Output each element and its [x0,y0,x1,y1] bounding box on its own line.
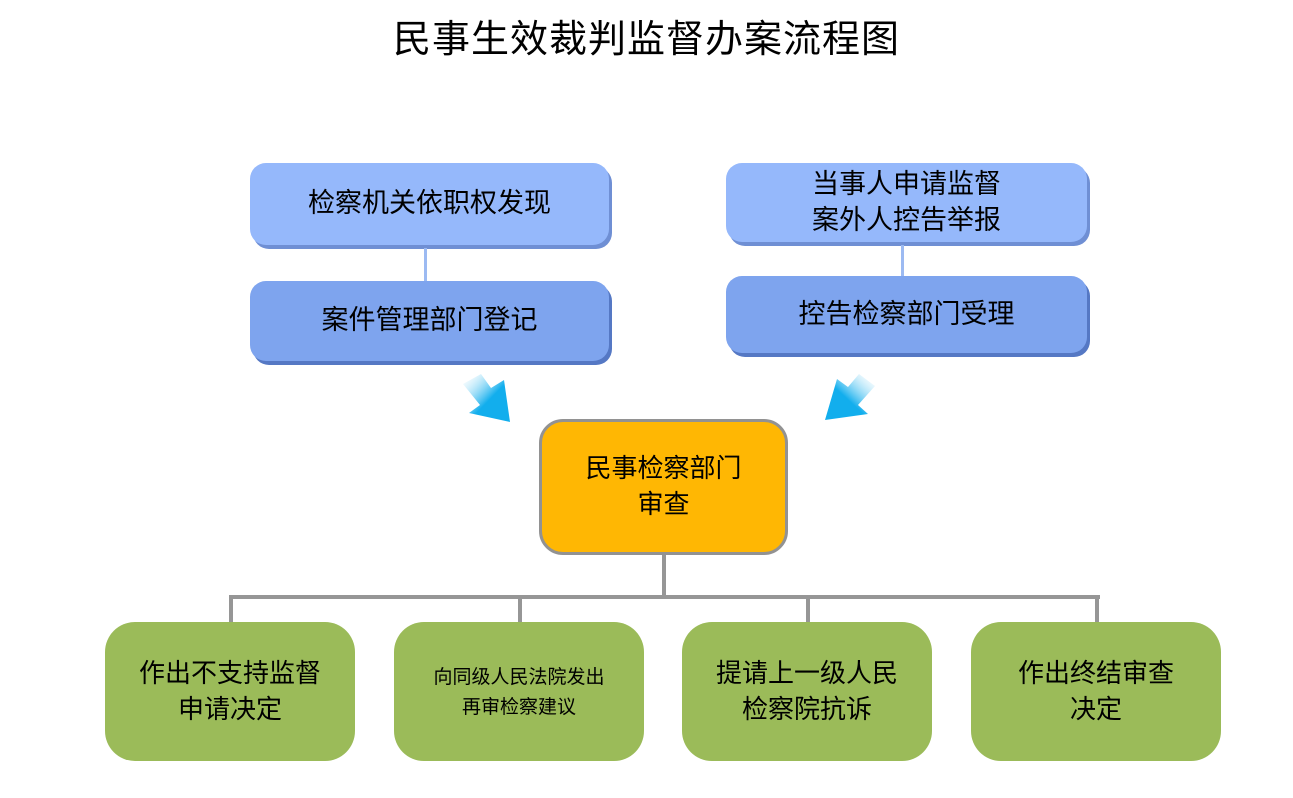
box-text: 检察机关依职权发现 [308,188,551,219]
connector-branch-2 [518,595,522,623]
outcome-terminate-review-decision[interactable]: 作出终结审查 决定 [971,622,1221,761]
box-text-line-2: 申请决定 [177,694,282,725]
box-text: 案件管理部门登记 [321,305,538,336]
box-text: 控告检察部门受理 [798,298,1015,330]
connector-right-vertical [901,245,904,276]
box-text-line-1: 民事检察部门 [585,454,742,484]
connector-branch-1 [229,595,233,623]
arrow-down-left-icon [825,374,875,420]
box-text-line-1: 作出不支持监督 [138,658,321,689]
box-complaint-department-acceptance[interactable]: 控告检察部门受理 [726,276,1087,353]
connector-branch-3 [806,595,810,623]
box-text-line-2: 案外人控告举报 [812,204,1001,236]
box-text-line-2: 决定 [1069,694,1122,725]
box-text-line-1: 提请上一级人民 [715,658,898,689]
outcome-not-support-decision[interactable]: 作出不支持监督 申请决定 [105,622,355,761]
box-text-line-2: 检察院抗诉 [741,694,872,725]
box-text-line-1: 当事人申请监督 [812,168,1001,200]
connector-branch-4 [1095,595,1099,623]
outcome-retrial-procuratorial-suggestion[interactable]: 向同级人民法院发出 再审检察建议 [394,622,644,761]
box-text-line-1: 向同级人民法院发出 [433,665,605,688]
box-text-line-2: 审查 [637,490,690,520]
outcome-request-higher-protest[interactable]: 提请上一级人民 检察院抗诉 [682,622,932,761]
box-civil-procuratorial-review[interactable]: 民事检察部门 审查 [539,419,788,555]
connector-left-vertical [424,248,427,281]
connector-trunk [662,555,666,597]
box-case-management-registration[interactable]: 案件管理部门登记 [250,281,609,361]
box-party-application-complaint[interactable]: 当事人申请监督 案外人控告举报 [726,163,1087,242]
page-title: 民事生效裁判监督办案流程图 [392,17,900,61]
arrow-down-right-icon [463,374,510,422]
box-text-line-2: 再审检察建议 [461,695,576,718]
box-text-line-1: 作出终结审查 [1017,658,1174,689]
connector-horizontal [229,595,1100,599]
box-procuratorate-own-discovery[interactable]: 检察机关依职权发现 [250,163,609,245]
